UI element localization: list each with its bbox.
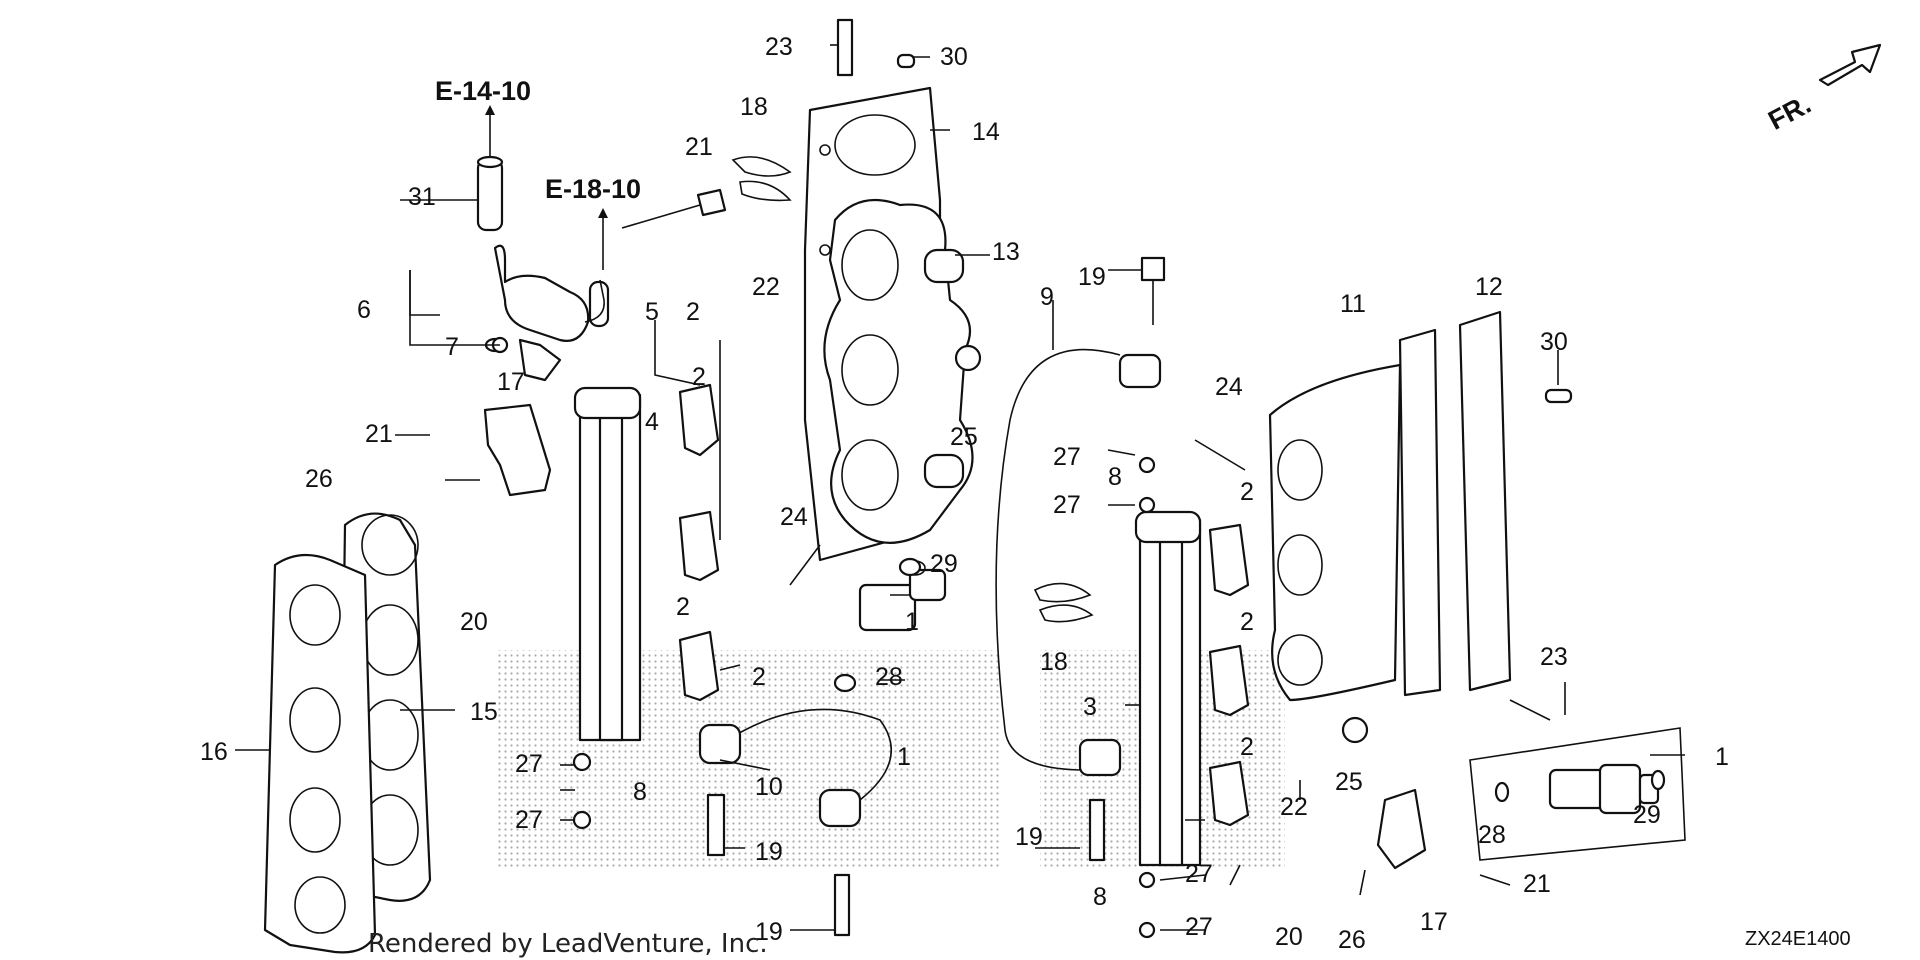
callout-1b: 1 <box>897 743 911 771</box>
bracket-part-2 <box>678 383 1250 827</box>
callout-24b: 24 <box>1215 373 1243 401</box>
front-arrow-icon: FR. <box>1763 43 1882 136</box>
callout-28b: 28 <box>1478 821 1506 849</box>
callout-21c: 21 <box>1523 870 1551 898</box>
callout-9: 9 <box>1040 283 1054 311</box>
bracket-part-17 <box>483 403 552 497</box>
callout-21b: 21 <box>365 420 393 448</box>
callout-19b: 19 <box>755 838 783 866</box>
fuel-rail-part-3 <box>1134 510 1202 867</box>
gasket-part-12a <box>1398 328 1442 697</box>
callout-30b: 30 <box>1540 328 1568 356</box>
cylinder-head-part-16 <box>263 553 377 954</box>
callout-18b: 18 <box>1040 648 1068 676</box>
callout-30a: 30 <box>940 43 968 71</box>
callout-1c: 1 <box>905 608 919 636</box>
callout-6: 6 <box>357 296 371 324</box>
callout-19d: 19 <box>1015 823 1043 851</box>
callout-20b: 20 <box>1275 923 1303 951</box>
callout-14: 14 <box>972 118 1000 146</box>
callout-5: 5 <box>645 298 659 326</box>
intake-manifold-part-13 <box>823 198 974 544</box>
callout-29a: 29 <box>930 550 958 578</box>
callout-1a: 1 <box>1715 743 1729 771</box>
injector-part-1b <box>1548 763 1660 815</box>
callout-31: 31 <box>408 183 436 211</box>
callout-19a: 19 <box>1078 263 1106 291</box>
reference-e-14-10: E-14-10 <box>435 76 531 106</box>
callout-18a: 18 <box>740 93 768 121</box>
callout-25a: 25 <box>950 423 978 451</box>
callout-2g: 2 <box>692 363 706 391</box>
callout-20a: 20 <box>460 608 488 636</box>
callout-27a: 27 <box>515 750 543 778</box>
callout-22a: 22 <box>752 273 780 301</box>
callout-11: 11 <box>1340 290 1366 318</box>
injector-box-outline <box>1469 727 1686 861</box>
callout-26a: 26 <box>305 465 333 493</box>
clip-part-18b <box>1033 582 1094 623</box>
callout-8a: 8 <box>633 778 647 806</box>
reference-e-18-10: E-18-10 <box>545 174 641 204</box>
callout-10: 10 <box>755 773 783 801</box>
clip-part-18 <box>731 156 792 202</box>
callout-12: 12 <box>1475 273 1503 301</box>
callout-2b: 2 <box>676 593 690 621</box>
callout-22b: 22 <box>1280 793 1308 821</box>
callout-2e: 2 <box>1240 608 1254 636</box>
callout-2c: 2 <box>752 663 766 691</box>
callout-28a: 28 <box>875 663 903 691</box>
diagram-code: ZX24E1400 <box>1745 928 1851 950</box>
callout-23b: 23 <box>1540 643 1568 671</box>
callout-19c: 19 <box>755 918 783 946</box>
callout-7: 7 <box>445 333 459 361</box>
callout-23a: 23 <box>765 33 793 61</box>
callout-24a: 24 <box>780 503 808 531</box>
bracket-part-17b <box>1376 788 1427 870</box>
callout-16: 16 <box>200 738 228 766</box>
callout-29b: 29 <box>1633 801 1661 829</box>
callout-27f: 27 <box>1185 913 1213 941</box>
callout-3: 3 <box>1083 693 1097 721</box>
callout-2f: 2 <box>1240 733 1254 761</box>
fuel-pipe-part-10 <box>698 708 893 828</box>
callout-4: 4 <box>645 408 659 436</box>
injector-part-1 <box>858 560 947 632</box>
gasket-part-12 <box>1458 310 1512 692</box>
fastener-parts <box>491 18 1666 939</box>
callout-27e: 27 <box>1185 860 1213 888</box>
callout-labels: 1 1 1 2 2 2 2 2 2 2 3 4 5 6 7 8 8 8 9 10… <box>200 33 1729 954</box>
callout-8b: 8 <box>1108 463 1122 491</box>
manifold-part-11 <box>1268 363 1402 702</box>
callout-15: 15 <box>470 698 498 726</box>
callout-27b: 27 <box>515 806 543 834</box>
callout-17b: 17 <box>1420 908 1448 936</box>
fuel-rail-part-5 <box>573 386 642 742</box>
front-indicator-label: FR. <box>1763 89 1815 136</box>
callout-8c: 8 <box>1093 883 1107 911</box>
hose-part-31 <box>476 155 504 232</box>
callout-17a: 17 <box>497 368 525 396</box>
credit-text: Rendered by LeadVenture, Inc. <box>368 929 768 959</box>
bolt-part-21 <box>621 188 727 229</box>
callout-2a: 2 <box>686 298 700 326</box>
fuel-pipe-part-9 <box>995 348 1162 777</box>
callout-26b: 26 <box>1338 926 1366 954</box>
callout-21a: 21 <box>685 133 713 161</box>
callout-27c: 27 <box>1053 443 1081 471</box>
callout-25b: 25 <box>1335 768 1363 796</box>
pressure-regulator-part-6 <box>484 244 610 382</box>
leader-lines <box>235 44 1685 931</box>
callout-2d: 2 <box>1240 478 1254 506</box>
callout-27d: 27 <box>1053 491 1081 519</box>
callout-13: 13 <box>992 238 1020 266</box>
